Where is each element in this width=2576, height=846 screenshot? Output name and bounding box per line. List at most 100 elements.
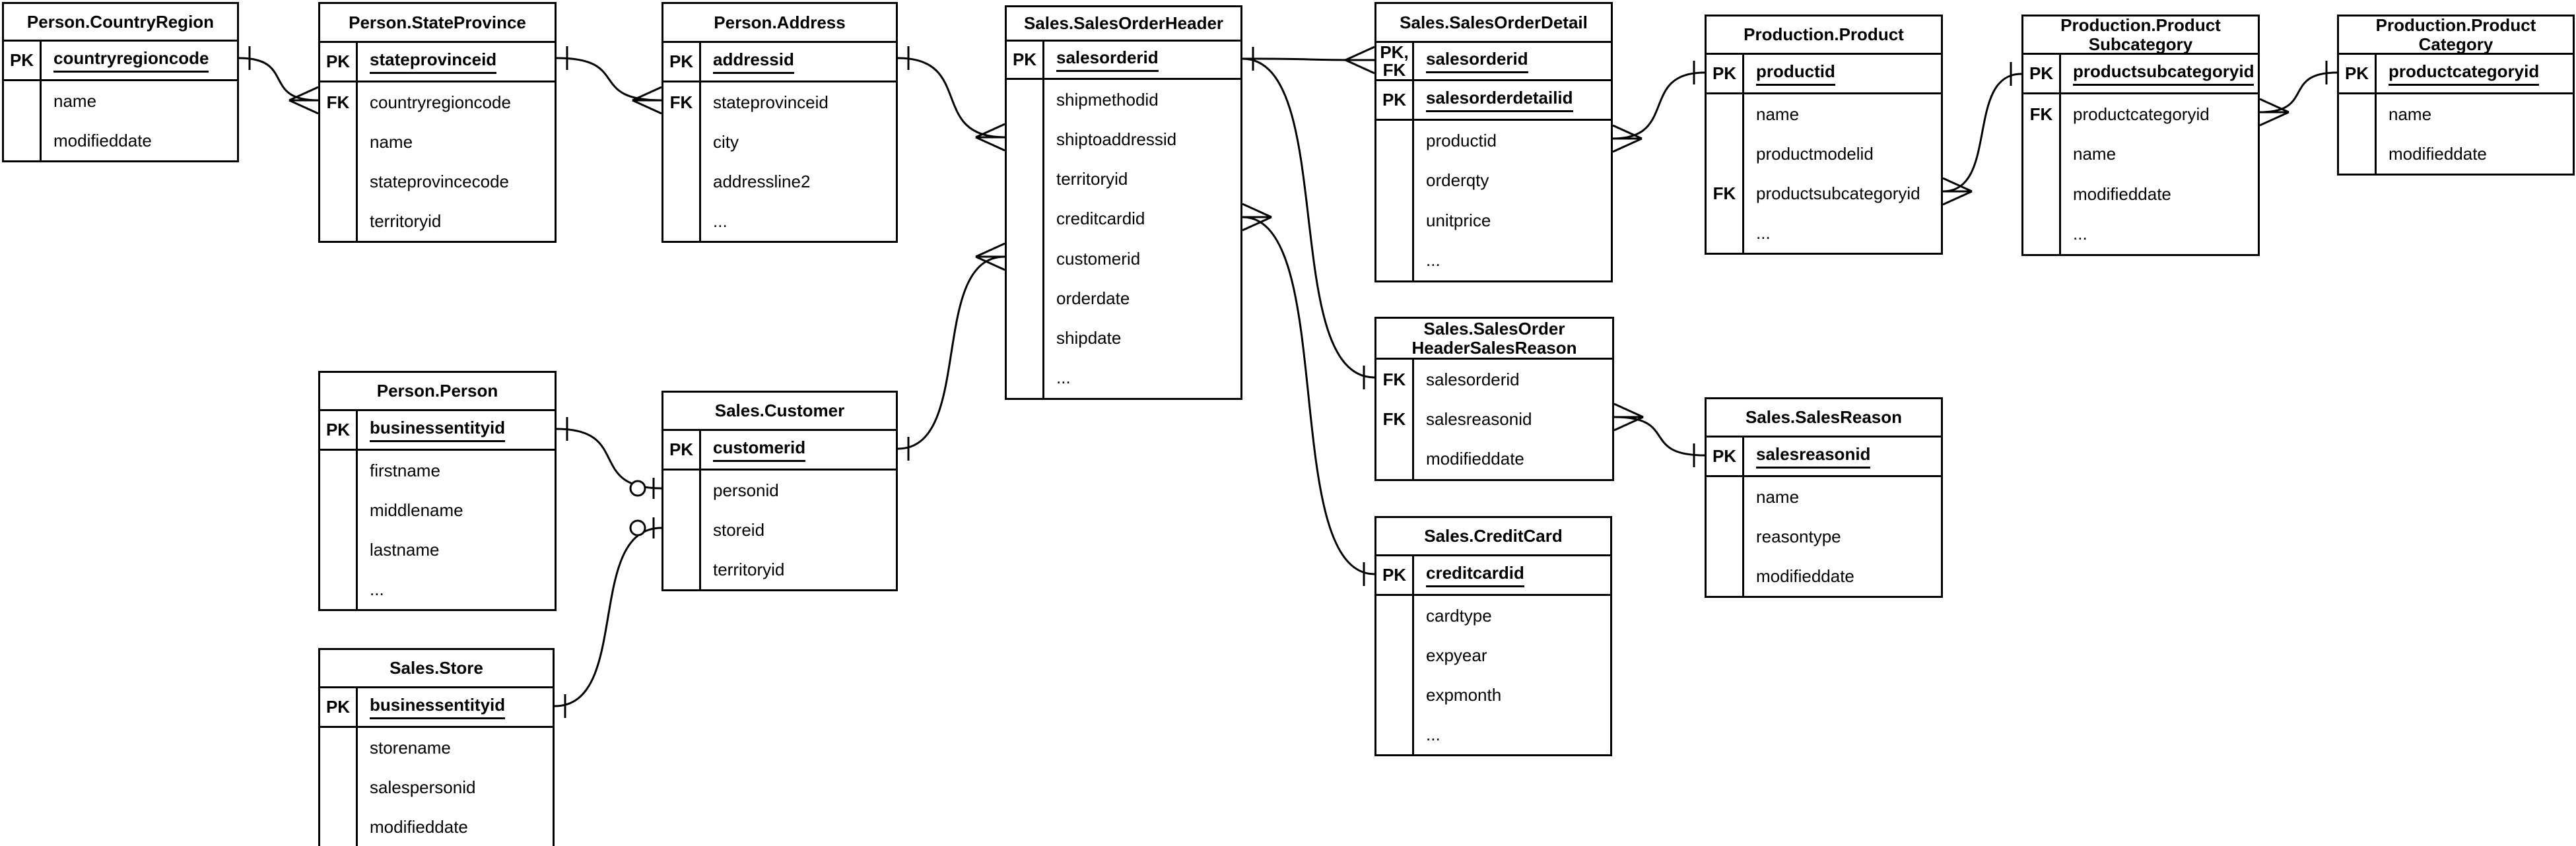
field-row: ... (1376, 715, 1610, 754)
field-text: territoryid (370, 211, 442, 231)
field-row: ... (663, 201, 896, 241)
field-name: unitprice (1414, 201, 1611, 241)
key-label (663, 550, 701, 589)
field-text: creditcardid (1056, 209, 1145, 229)
field-name: name (1744, 94, 1941, 134)
field-text: productid (1426, 130, 1497, 150)
field-row: salespersonid (320, 767, 553, 807)
field-row: orderdate (1007, 278, 1240, 319)
relationship-line (1242, 216, 1375, 575)
key-label (663, 162, 701, 201)
field-row: creditcardid (1007, 199, 1240, 239)
field-text: name (2389, 104, 2432, 124)
field-row: name (2339, 94, 2573, 134)
field-name: countryregioncode (358, 82, 555, 122)
field-name: shiptoaddressid (1044, 119, 1240, 159)
key-label (1707, 556, 1744, 596)
cardinality-many-crowfoot (1942, 177, 1973, 206)
field-name: businessentityid (358, 688, 553, 726)
pk-field-text: countryregioncode (53, 48, 209, 73)
field-row: ... (1376, 240, 1611, 280)
key-label (320, 451, 358, 490)
field-name: productsubcategoryid (1744, 174, 1941, 213)
field-name: personid (701, 471, 896, 510)
field-text: ... (2073, 224, 2087, 244)
field-text: stateprovinceid (713, 92, 829, 112)
key-label (1007, 80, 1044, 120)
field-row: territoryid (1007, 159, 1240, 199)
field-name: territoryid (358, 201, 555, 241)
key-label (1376, 596, 1414, 635)
pk-field-text: businessentityid (370, 418, 506, 442)
field-name: name (2061, 135, 2258, 175)
field-name: middlename (358, 490, 555, 530)
field-row: addressline2 (663, 162, 896, 201)
table-title: Person.Address (663, 4, 896, 43)
field-row: territoryid (663, 550, 896, 589)
field-text: storeid (713, 519, 765, 540)
field-text: stateprovincecode (370, 171, 510, 191)
field-name: customerid (701, 431, 896, 469)
field-name: countryregioncode (42, 42, 237, 79)
field-text: salespersonid (370, 777, 476, 797)
field-row: shipmethodid (1007, 80, 1240, 120)
field-row: storeid (663, 510, 896, 550)
relationship-line (2259, 71, 2338, 114)
field-text: ... (1426, 250, 1441, 271)
key-label (1376, 675, 1414, 715)
field-text: productsubcategoryid (1756, 183, 1920, 203)
pk-field-text: addressid (713, 49, 794, 74)
cardinality-many-crowfoot (1613, 403, 1644, 432)
relationship-line (556, 428, 662, 490)
field-name: modifieddate (1744, 556, 1941, 596)
field-name: customerid (1044, 239, 1240, 278)
key-label: PK (320, 43, 358, 81)
field-name: creditcardid (1044, 199, 1240, 239)
key-label (663, 471, 701, 510)
field-row: middlename (320, 490, 555, 530)
key-label: PK (1376, 556, 1414, 594)
key-label (1007, 278, 1044, 319)
field-text: ... (713, 211, 728, 231)
cardinality-many-crowfoot (1345, 46, 1375, 75)
field-name: salesorderid (1414, 360, 1612, 399)
key-label: FK (663, 82, 701, 122)
key-label (4, 81, 42, 121)
field-name: creditcardid (1414, 556, 1610, 594)
key-label: PK (1707, 55, 1744, 92)
field-text: modifieddate (1426, 449, 1524, 469)
field-name: ... (358, 569, 555, 609)
field-name: salesorderid (1414, 43, 1611, 79)
field-name: salesreasonid (1744, 438, 1941, 475)
relationship-line (1613, 416, 1705, 457)
field-text: ... (1756, 222, 1771, 243)
table-title: Person.CountryRegion (4, 4, 237, 42)
field-row: lastname (320, 530, 555, 569)
table-title: Person.StateProvince (320, 4, 555, 43)
